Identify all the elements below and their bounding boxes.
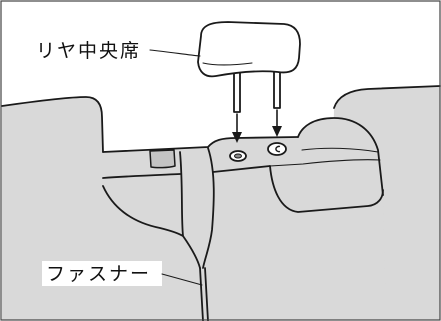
right-headrest-hole bbox=[267, 142, 287, 156]
fastener-cover-right-edge bbox=[202, 147, 215, 269]
insertion-arrows bbox=[232, 109, 282, 143]
left-top-face-front-edge bbox=[102, 173, 181, 179]
center-seat-label: リヤ中央席 bbox=[36, 40, 141, 62]
seat-outlines bbox=[1, 85, 441, 269]
right-inner-panel-top bbox=[269, 159, 381, 167]
left-seat-back-fill bbox=[2, 97, 103, 320]
zipper-line-right bbox=[204, 267, 209, 321]
right-arrow-down-icon bbox=[272, 126, 282, 137]
right-bolster-edge bbox=[297, 117, 384, 196]
left-headrest-stay bbox=[233, 69, 241, 113]
fastener-cover-left-edge bbox=[179, 151, 201, 269]
right-inner-panel bbox=[269, 165, 384, 213]
right-headrest-stay bbox=[273, 67, 281, 109]
rear-center-headrest bbox=[197, 21, 301, 113]
center-seat-body-fill bbox=[103, 118, 386, 320]
right-seat-back-top-edge bbox=[333, 85, 441, 109]
center-seat-leader-line bbox=[149, 49, 201, 57]
left-inner-side-curve bbox=[102, 185, 184, 237]
callout-fastener: ファスナー bbox=[42, 261, 203, 286]
headrest-bottom-face-line bbox=[202, 62, 253, 66]
fastener-label: ファスナー bbox=[46, 263, 151, 285]
zipper-line-left bbox=[199, 267, 204, 321]
lock-release-icon bbox=[275, 145, 281, 153]
headrest-holes bbox=[229, 142, 287, 162]
right-bolster-face-line bbox=[301, 147, 379, 153]
callout-center-seat: リヤ中央席 bbox=[36, 40, 201, 62]
left-seat-back-top-edge bbox=[1, 96, 104, 153]
left-arrow-down-icon bbox=[232, 132, 242, 143]
headrest-cushion bbox=[197, 21, 301, 78]
fastener-zipper bbox=[199, 267, 209, 321]
fastener-leader-line bbox=[161, 273, 203, 286]
fastener-label-background bbox=[42, 261, 162, 286]
left-hole-inner-ring bbox=[234, 153, 242, 159]
seat-tab bbox=[149, 149, 176, 169]
center-top-face-front-edge bbox=[212, 165, 271, 173]
